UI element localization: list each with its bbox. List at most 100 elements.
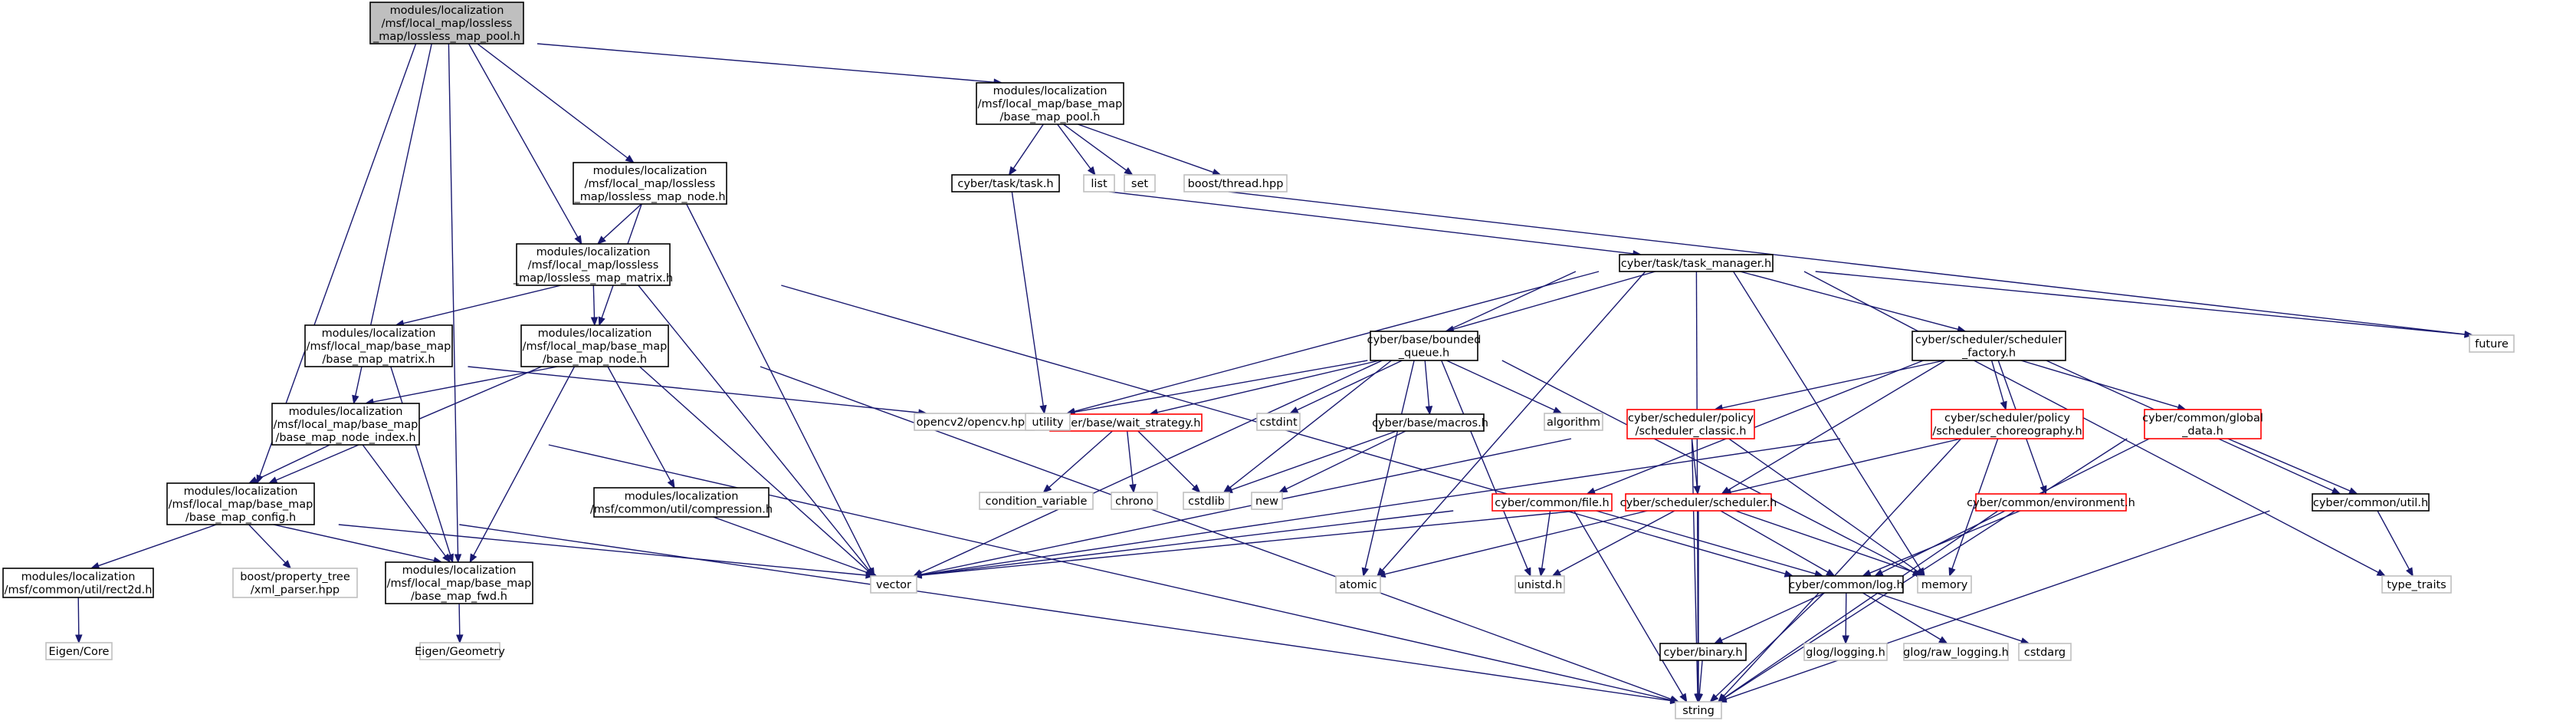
node-base-map-node-index[interactable]: modules/localization/msf/local_map/base_… bbox=[271, 403, 420, 446]
node-box bbox=[951, 174, 1060, 193]
edge-line bbox=[402, 285, 562, 324]
node-task[interactable]: cyber/task/task.h bbox=[951, 174, 1060, 193]
node-label-line: memory bbox=[1921, 579, 1968, 591]
node-label-line: /msf/local_map/base_map bbox=[387, 578, 532, 590]
edge-line bbox=[1384, 510, 1648, 575]
edge-base-map-config-to-rect2d bbox=[90, 524, 217, 570]
node-environment[interactable]: cyber/common/environment.h bbox=[1967, 493, 2135, 512]
edge-line bbox=[1157, 360, 1380, 413]
node-scheduler-classic[interactable]: cyber/scheduler/policy/scheduler_classic… bbox=[1626, 409, 1755, 439]
edge-line bbox=[1728, 438, 1918, 572]
node-global-data[interactable]: cyber/common/global_data.h bbox=[2142, 409, 2263, 439]
node-scheduler[interactable]: cyber/scheduler/scheduler.h bbox=[1620, 493, 1777, 512]
edge-task-to-utility bbox=[1011, 191, 1047, 415]
node-scheduler-factory[interactable]: cyber/scheduler/scheduler_factory.h bbox=[1911, 331, 2066, 361]
node-label-line: modules/localization bbox=[993, 85, 1108, 97]
edge-arrowhead bbox=[282, 560, 292, 569]
edge-arrowhead bbox=[1129, 484, 1137, 494]
edge-arrowhead bbox=[1361, 567, 1369, 578]
node-eigen-core: Eigen/Core bbox=[45, 642, 113, 660]
node-base-map-node[interactable]: modules/localization/msf/local_map/base_… bbox=[520, 324, 669, 367]
node-label-line: _map/lossless_map_node.h bbox=[573, 191, 725, 203]
node-base-map-pool[interactable]: modules/localization/msf/local_map/base_… bbox=[976, 82, 1124, 125]
node-glog-logging: glog/logging.h bbox=[1803, 643, 1888, 661]
node-compression[interactable]: modules/localization/msf/common/util/com… bbox=[590, 487, 773, 518]
node-glog-raw: glog/raw_logging.h bbox=[1903, 643, 2009, 661]
node-label-line: boost/property_tree bbox=[240, 571, 350, 583]
node-box bbox=[1626, 409, 1755, 439]
node-label-line: _map/lossless_map_matrix.h bbox=[513, 272, 673, 285]
node-label-line: modules/localization bbox=[390, 5, 504, 17]
edge-line bbox=[920, 510, 1454, 576]
node-root[interactable]: modules/localization/msf/local_map/lossl… bbox=[369, 2, 524, 44]
node-scheduler-choreography[interactable]: cyber/scheduler/policy/scheduler_choreog… bbox=[1931, 409, 2084, 439]
edge-line bbox=[548, 444, 1672, 701]
node-box bbox=[1111, 492, 1158, 510]
node-label-line: Eigen/Core bbox=[49, 646, 110, 658]
node-base-map-config[interactable]: modules/localization/msf/local_map/base_… bbox=[166, 482, 315, 525]
node-label-line: cyber/common/log.h bbox=[1789, 579, 1903, 591]
node-label-line: cyber/task/task_manager.h bbox=[1621, 258, 1771, 270]
edge-task-to-future bbox=[1228, 191, 2474, 338]
edge-arrowhead bbox=[1695, 693, 1704, 703]
node-label-line: _queue.h bbox=[1398, 347, 1449, 359]
node-box bbox=[385, 561, 533, 604]
node-label-line: /msf/local_map/base_map bbox=[274, 419, 418, 431]
node-label-line: /msf/local_map/lossless bbox=[382, 18, 513, 30]
node-label-line: type_traits bbox=[2387, 579, 2446, 591]
edge-line bbox=[713, 516, 870, 574]
edge-line bbox=[607, 366, 671, 482]
node-box bbox=[271, 403, 420, 446]
edge-scheduler-to-vector bbox=[912, 510, 1578, 579]
node-box bbox=[593, 487, 770, 518]
node-label-line: /base_map_matrix.h bbox=[322, 354, 435, 366]
edge-line bbox=[473, 366, 576, 556]
edge-base-map-pool-to-boost-thread bbox=[1078, 123, 1222, 176]
edge-arrowhead bbox=[590, 317, 599, 327]
edge-arrowhead bbox=[1191, 484, 1201, 493]
edge-line bbox=[1011, 191, 1044, 406]
edge-line bbox=[537, 43, 995, 83]
node-box bbox=[2381, 575, 2452, 594]
node-log[interactable]: cyber/common/log.h bbox=[1789, 575, 1904, 594]
edge-line bbox=[273, 524, 435, 561]
node-lossless-map-node[interactable]: modules/localization/msf/local_map/lossl… bbox=[573, 162, 727, 205]
node-label-line: glog/logging.h bbox=[1806, 647, 1885, 659]
node-label-line: atomic bbox=[1339, 579, 1377, 591]
node-box bbox=[1514, 575, 1565, 594]
node-label-line: future bbox=[2475, 338, 2509, 350]
node-common-file[interactable]: cyber/common/file.h bbox=[1491, 493, 1613, 512]
edge-base-map-node-index-to-base-map-config bbox=[248, 444, 330, 484]
node-box bbox=[304, 324, 453, 367]
edge-arrowhead bbox=[75, 634, 83, 644]
edge-line bbox=[1127, 430, 1134, 485]
node-new: new bbox=[1251, 492, 1283, 510]
edge-line bbox=[920, 271, 1577, 574]
node-binary[interactable]: cyber/binary.h bbox=[1659, 643, 1747, 661]
node-lossless-map-matrix[interactable]: modules/localization/msf/local_map/lossl… bbox=[513, 243, 673, 286]
edge-arrowhead bbox=[442, 553, 451, 564]
edge-line bbox=[77, 597, 80, 636]
node-label-line: /msf/local_map/base_map bbox=[523, 341, 668, 353]
edge-line bbox=[338, 524, 867, 576]
edge-arrowhead bbox=[1826, 568, 1836, 577]
node-macros[interactable]: cyber/base/macros.h bbox=[1372, 413, 1488, 432]
edge-task-manager-to-memory bbox=[1733, 271, 1925, 578]
node-base-map-fwd[interactable]: modules/localization/msf/local_map/base_… bbox=[385, 561, 533, 604]
node-label-line: new bbox=[1255, 495, 1278, 508]
edge-lossless-map-node-to-lossless-map-matrix bbox=[596, 203, 642, 245]
edge-line bbox=[468, 366, 919, 413]
node-bounded-queue[interactable]: cyber/base/bounded_queue.h bbox=[1367, 331, 1482, 361]
edge-lossless-map-node-to-vector bbox=[686, 203, 875, 578]
node-common-util[interactable]: cyber/common/util.h bbox=[2312, 493, 2430, 512]
edge-line bbox=[1109, 191, 1634, 255]
node-label-line: cyber/common/util.h bbox=[2313, 497, 2428, 509]
edge-line bbox=[477, 43, 628, 159]
node-base-map-matrix[interactable]: modules/localization/msf/local_map/base_… bbox=[304, 324, 453, 367]
node-rect2d[interactable]: modules/localization/msf/common/util/rec… bbox=[2, 568, 154, 598]
node-box bbox=[369, 2, 524, 44]
node-task-manager[interactable]: cyber/task/task_manager.h bbox=[1619, 254, 1774, 272]
edge-line bbox=[1074, 271, 1600, 413]
node-wait-strategy[interactable]: cyber/base/wait_strategy.h bbox=[1049, 413, 1203, 432]
edge-arrowhead bbox=[1008, 166, 1017, 176]
